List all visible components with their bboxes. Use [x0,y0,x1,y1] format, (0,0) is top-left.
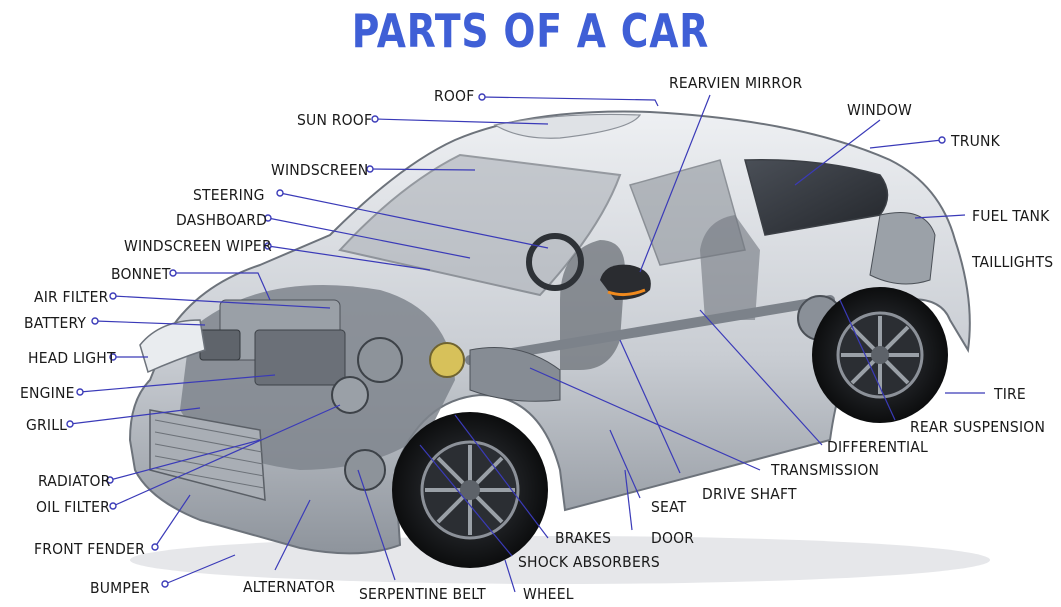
label-door: DOOR [651,529,694,547]
car-illustration [128,110,990,584]
part-labels: ROOF REARVIEN MIRROR SUN ROOF WINDOW TRU… [20,74,1053,603]
label-steering: STEERING [193,186,265,204]
label-front-fender: FRONT FENDER [34,540,145,558]
fuel-tank-shape [869,212,936,285]
label-air-filter: AIR FILTER [34,288,109,306]
engine-bay [180,285,465,491]
label-head-light: HEAD LIGHT [28,349,116,367]
label-fuel-tank: FUEL TANK [972,207,1050,225]
label-alternator: ALTERNATOR [243,578,335,596]
label-rearview-mirror: REARVIEN MIRROR [669,74,802,92]
label-tire: TIRE [993,385,1026,403]
leader-lines [66,93,985,593]
label-serpentine-belt: SERPENTINE BELT [359,585,486,603]
rear-wheel [812,287,948,423]
label-differential: DIFFERENTIAL [827,438,928,456]
label-seat: SEAT [651,498,687,516]
label-battery: BATTERY [24,314,86,332]
drive-shaft-shape [465,295,835,365]
mirror-indicator-light [607,288,646,297]
label-windscreen-wiper: WINDSCREEN WIPER [124,237,272,255]
headlight-shape [139,319,206,374]
diagram-title: PARTS OF A CAR [351,4,710,58]
label-rear-suspension: REAR SUSPENSION [910,418,1045,436]
label-shock-absorbers: SHOCK ABSORBERS [518,553,660,571]
label-drive-shaft: DRIVE SHAFT [702,485,797,503]
rear-window-shape [744,159,889,236]
steering-wheel-shape [526,233,584,291]
label-sun-roof: SUN ROOF [297,111,372,129]
sunroof-shape [493,113,642,139]
rear-seat-shape [700,215,760,320]
label-taillights: TAILLIGHTS [971,253,1053,271]
label-engine: ENGINE [20,384,75,402]
label-bonnet: BONNET [111,265,171,283]
label-wheel: WHEEL [523,585,574,603]
label-transmission: TRANSMISSION [770,461,879,479]
label-windscreen: WINDSCREEN [271,161,368,179]
grille-shape [149,409,266,501]
label-radiator: RADIATOR [38,472,111,490]
label-grill: GRILL [26,416,67,434]
label-window: WINDOW [847,101,912,119]
label-roof: ROOF [434,87,474,105]
label-oil-filter: OIL FILTER [36,498,110,516]
label-dashboard: DASHBOARD [176,211,267,229]
label-brakes: BRAKES [555,529,611,547]
label-bumper: BUMPER [90,579,150,597]
windscreen-shape [338,153,622,297]
label-trunk: TRUNK [950,132,1001,150]
transmission-shape [469,347,561,402]
